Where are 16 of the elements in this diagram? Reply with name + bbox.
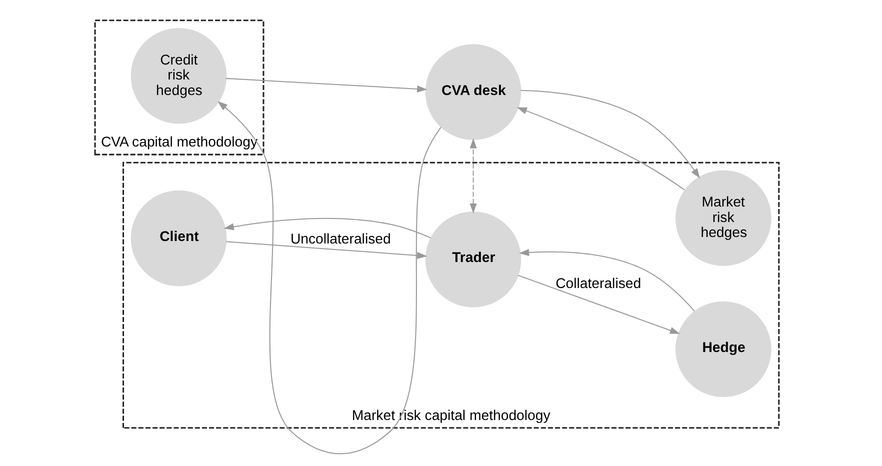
node-circle: Market risk hedges <box>676 170 772 266</box>
arrow <box>470 138 477 214</box>
arrow <box>218 101 442 454</box>
edge-label: Uncollateralised <box>290 230 391 247</box>
node-circle: Trader <box>425 212 522 308</box>
node-circle: CVA desk <box>425 44 522 140</box>
arrow <box>520 90 700 178</box>
arrow <box>516 107 685 190</box>
node-circle: Client <box>130 190 227 286</box>
arrow <box>226 78 428 92</box>
arrow <box>224 218 432 238</box>
arrow <box>519 249 695 312</box>
edge-label: Collateralised <box>556 274 642 291</box>
node-circle: Hedge <box>676 301 772 398</box>
arrow <box>226 241 428 259</box>
arrow <box>518 274 680 334</box>
